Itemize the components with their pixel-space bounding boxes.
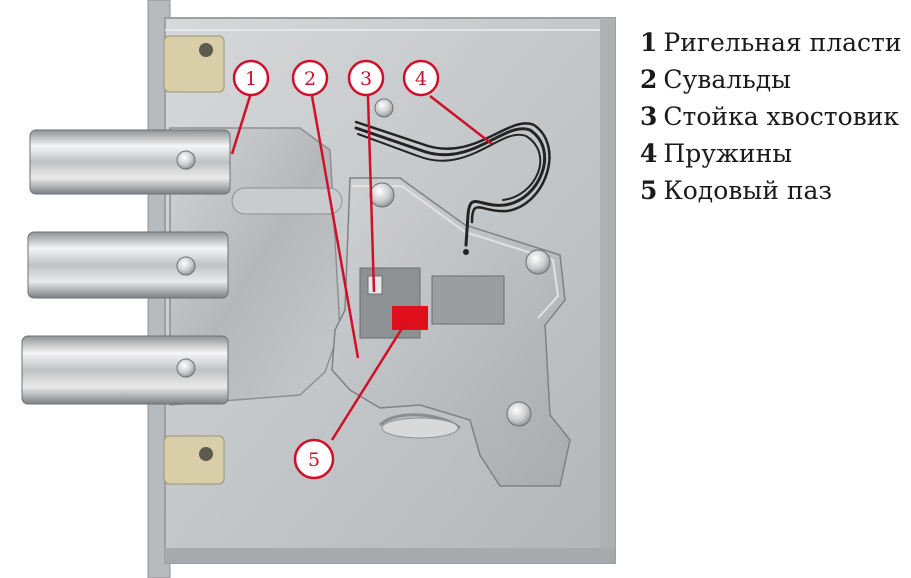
callout-2: 2 <box>291 59 329 97</box>
callout-1-label: 1 <box>245 68 257 90</box>
legend-number: 4 <box>640 139 658 168</box>
callout-5-label: 5 <box>308 449 320 471</box>
legend-text: Сувальды <box>663 65 792 94</box>
callout-3: 3 <box>347 59 385 97</box>
callout-3-label: 3 <box>360 68 372 90</box>
callout-1: 1 <box>232 59 270 97</box>
bolt-top <box>29 129 231 195</box>
callout-leaders <box>230 95 493 441</box>
legend-text: Кодовый паз <box>663 176 833 205</box>
legend-number: 3 <box>640 102 658 131</box>
callout-5: 5 <box>293 438 335 480</box>
code-groove-marker <box>392 306 428 330</box>
legend-number: 2 <box>640 65 658 94</box>
bolt-middle <box>27 231 229 299</box>
legend-text: Ригельная пласти <box>663 28 902 57</box>
callout-4-label: 4 <box>415 68 427 90</box>
mounting-block-top <box>163 35 225 93</box>
callout-2-label: 2 <box>304 68 316 90</box>
legend-text: Стойка хвостовик <box>663 102 900 131</box>
bolt-bottom <box>21 335 229 405</box>
lever-springs <box>354 120 551 255</box>
screws <box>369 98 551 427</box>
callout-4: 4 <box>402 59 440 97</box>
legend-number: 5 <box>640 176 658 205</box>
mounting-block-bottom <box>163 435 225 485</box>
legend-text: Пружины <box>663 139 793 168</box>
legend-number: 1 <box>640 28 658 57</box>
